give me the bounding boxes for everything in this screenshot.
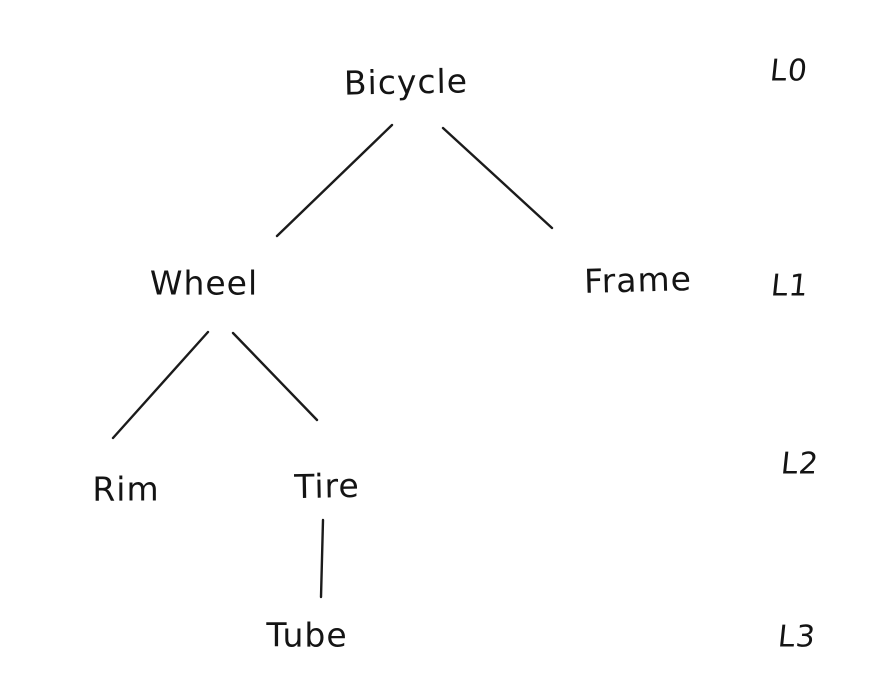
node-frame: Frame — [583, 259, 693, 301]
edge-wheel-rim — [111, 330, 210, 440]
edge-tire-tube — [319, 518, 325, 599]
node-rim: Rim — [92, 469, 160, 509]
node-tube: Tube — [266, 615, 348, 655]
edge-bicycle-frame — [441, 126, 554, 230]
edge-wheel-tire — [231, 331, 319, 422]
node-bicycle: Bicycle — [343, 61, 469, 103]
level-label-l1: L1 — [769, 268, 811, 304]
node-wheel: Wheel — [149, 263, 259, 303]
node-tire: Tire — [293, 465, 361, 507]
level-label-l0: L0 — [768, 53, 810, 89]
edge-bicycle-wheel — [275, 123, 394, 238]
level-label-l3: L3 — [776, 619, 818, 655]
level-label-l2: L2 — [779, 446, 821, 482]
